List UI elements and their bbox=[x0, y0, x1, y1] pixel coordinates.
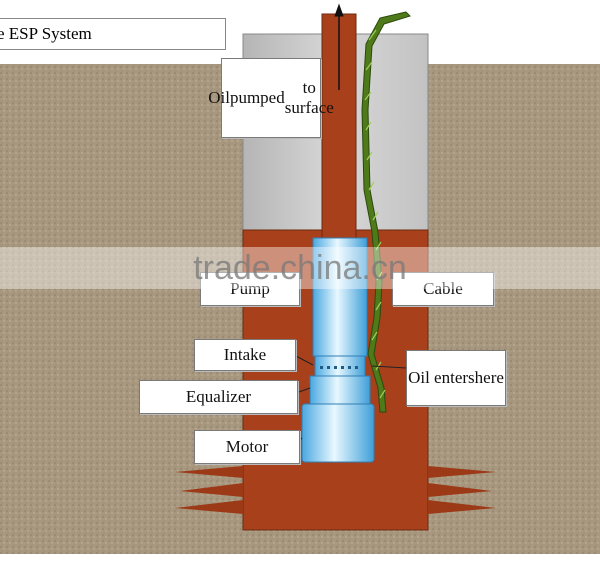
flow-arrow bbox=[334, 3, 344, 90]
label-equalizer: Equalizer bbox=[139, 380, 298, 414]
label-pump-text: Pump bbox=[230, 279, 270, 299]
label-equalizer-text: Equalizer bbox=[185, 387, 252, 407]
label-cable-text: Cable bbox=[423, 279, 463, 299]
power-cable bbox=[361, 11, 411, 413]
watermark-band: trade.china.cn bbox=[0, 247, 600, 289]
label-oil-enters-line1: Oil enters bbox=[408, 368, 475, 388]
label-motor-text: Motor bbox=[225, 437, 269, 457]
leader-lines bbox=[293, 354, 407, 443]
title-text: e ESP System bbox=[0, 24, 92, 43]
label-cable: Cable bbox=[392, 272, 494, 306]
label-oil-pumped-line3: to surface bbox=[284, 78, 334, 117]
ground-right bbox=[428, 64, 600, 554]
perforations bbox=[175, 466, 496, 514]
ground-bottom bbox=[0, 530, 600, 554]
label-intake: Intake bbox=[194, 339, 296, 371]
intake-holes bbox=[320, 366, 358, 369]
label-oil-enters-line2: here bbox=[474, 368, 504, 388]
label-oil-pumped-line2: pumped bbox=[229, 88, 285, 108]
label-oil-pumped-line1: Oil bbox=[208, 88, 230, 108]
label-oil-pumped: Oil pumped to surface bbox=[208, 58, 334, 138]
label-pump: Pump bbox=[200, 272, 300, 306]
watermark-text: trade.china.cn bbox=[193, 248, 407, 287]
diagram-title: e ESP System bbox=[0, 18, 226, 50]
equalizer-body bbox=[309, 375, 371, 405]
esp-string bbox=[301, 237, 375, 463]
label-motor: Motor bbox=[194, 430, 300, 464]
motor-body bbox=[301, 403, 375, 463]
label-intake-text: Intake bbox=[223, 345, 267, 365]
pump-body bbox=[312, 237, 368, 357]
label-oil-enters: Oil enters here bbox=[406, 350, 506, 406]
ground-left bbox=[0, 64, 243, 554]
